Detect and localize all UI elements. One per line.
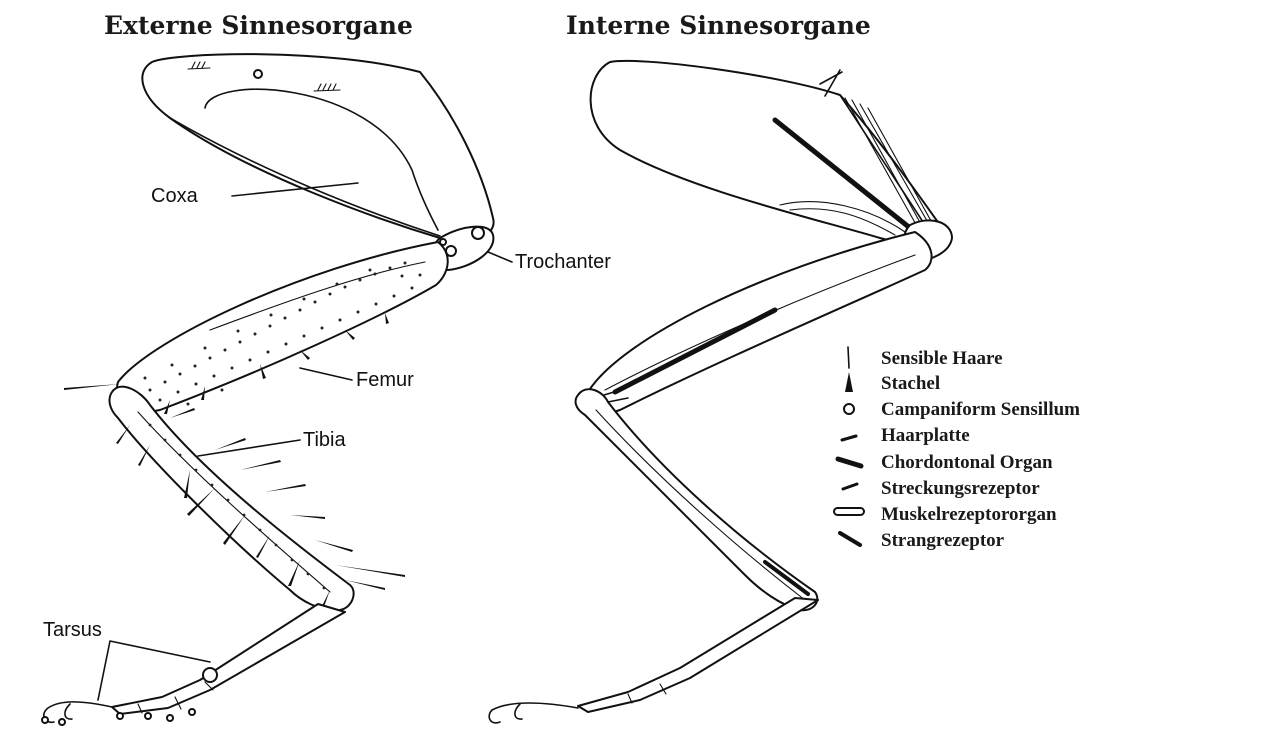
legend-label-hair-plate: Haarplatte [881,425,970,446]
legend: Sensible Haare Stachel Campaniform Sensi… [834,347,1080,551]
label-femur: Femur [356,369,414,391]
external-leg [42,54,494,725]
label-tarsus: Tarsus [43,619,102,641]
tarsus-outline [112,604,345,714]
legend-label-spine: Stachel [881,373,940,394]
legend-label-stretch-receptor: Streckungsrezeptor [881,478,1040,499]
spine-symbol [845,372,853,392]
muscle-receptor-organ-symbol [834,508,864,515]
internal-tarsus-outline [578,598,818,712]
campaniform-sensillum-symbol [844,404,854,414]
campaniform-sensillum-coxa [254,70,262,78]
stretch-receptor-symbol [843,484,857,489]
claw [44,702,112,722]
label-tibia: Tibia [303,429,346,451]
campaniform-sensillum-trochanter-1 [472,227,484,239]
internal-claw [489,703,578,723]
legend-label-campaniform-sensillum: Campaniform Sensillum [881,399,1080,420]
leader-trochanter [488,252,512,262]
strand-receptor-symbol [840,533,860,545]
coxa-outline [142,54,493,241]
campaniform-sensillum-tarsus [203,668,217,682]
leader-tibia [198,440,300,456]
title-internal: Interne Sinnesorgane [566,11,871,40]
legend-label-chordotonal-organ: Chordontonal Organ [881,452,1053,473]
internal-tibia-outline [576,389,818,610]
label-trochanter: Trochanter [515,251,611,273]
hair-plate-symbol [842,436,856,440]
title-external: Externe Sinnesorgane [104,11,413,40]
legend-label-muscle-receptor-organ: Muskelrezeptororgan [881,504,1057,525]
legend-label-strand-receptor: Strangrezeptor [881,530,1005,551]
leader-femur [300,368,352,380]
legend-label-sensible-hair: Sensible Haare [881,348,1003,369]
label-coxa: Coxa [151,185,199,207]
chordotonal-organ-symbol [838,459,861,466]
sensible-hair-symbol [848,347,849,368]
internal-femur-outline [586,232,932,412]
